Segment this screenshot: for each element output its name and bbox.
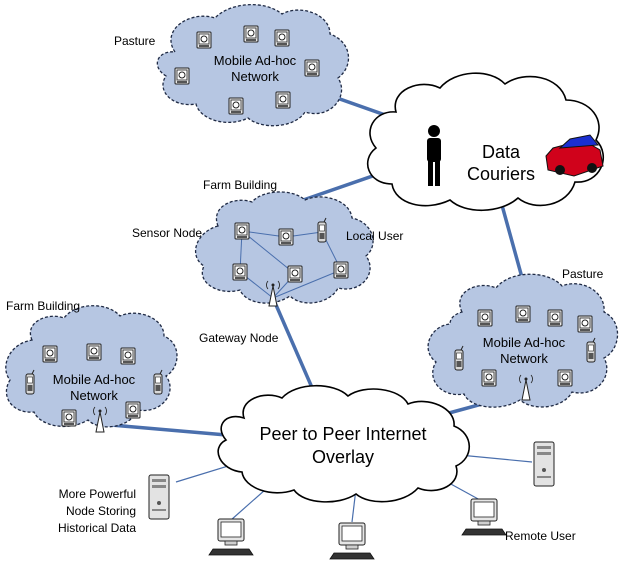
sensor-node-icon (196, 31, 212, 49)
link-left-net-to-p2p (99, 422, 239, 438)
sensor-node-icon (557, 369, 573, 387)
p2p-overlay-cloud: Peer to Peer Internet Overlay (217, 385, 470, 503)
label-farm-building-center: Farm Building (203, 178, 277, 192)
cloud-label-line2: Overlay (312, 447, 374, 467)
handheld-device-icon (153, 369, 163, 395)
sensor-node-icon (515, 305, 531, 323)
sensor-node-icon (234, 222, 250, 240)
sensor-node-icon (547, 309, 563, 327)
sensor-node-icon (577, 315, 593, 333)
handheld-device-icon (586, 337, 596, 363)
cloud-label-line2: Network (500, 351, 548, 366)
desktop-computer-icon (208, 518, 254, 556)
label-farm-building-left: Farm Building (6, 299, 80, 313)
sensor-node-icon (278, 228, 294, 246)
handheld-device-icon (454, 345, 464, 371)
label-remote-user: Remote User (505, 529, 576, 543)
label-powerful-node-line2: Node Storing (66, 504, 136, 518)
sensor-node-icon (42, 345, 58, 363)
sensor-node-icon (232, 263, 248, 281)
handheld-device-icon (317, 217, 327, 243)
sensor-node-icon (274, 29, 290, 47)
label-sensor-node: Sensor Node (132, 226, 202, 240)
sensor-node-icon (333, 261, 349, 279)
farm-building-center-cloud (194, 191, 374, 307)
label-pasture-right: Pasture (562, 267, 604, 281)
label-local-user: Local User (346, 229, 403, 243)
cloud-label-line2: Network (231, 69, 279, 84)
sensor-node-icon (120, 347, 136, 365)
sensor-node-icon (477, 309, 493, 327)
server-tower-icon (148, 474, 170, 520)
cloud-label-line1: Mobile Ad-hoc (53, 372, 136, 387)
sensor-node-icon (86, 343, 102, 361)
desktop-computer-icon (461, 498, 507, 536)
sensor-node-icon (174, 67, 190, 85)
label-powerful-node-line3: Historical Data (58, 521, 136, 535)
label-pasture-top: Pasture (114, 34, 156, 48)
sensor-node-icon (61, 409, 77, 427)
cloud-label-line1: Peer to Peer Internet (259, 424, 426, 444)
cloud-label-line2: Network (70, 388, 118, 403)
sensor-node-icon (287, 265, 303, 283)
sensor-node-icon (275, 91, 291, 109)
sensor-node-icon (243, 25, 259, 43)
label-powerful-node-line1: More Powerful (59, 487, 136, 501)
person-icon (427, 125, 441, 186)
sensor-node-icon (125, 401, 141, 419)
cloud-label-line1: Data (482, 142, 521, 162)
sensor-node-icon (481, 369, 497, 387)
sensor-node-icon (304, 59, 320, 77)
cloud-label-line1: Mobile Ad-hoc (214, 53, 297, 68)
farm-building-left-cloud: Mobile Ad-hoc Network (5, 305, 178, 433)
handheld-device-icon (25, 369, 35, 395)
pasture-top-network-cloud: Mobile Ad-hoc Network (156, 3, 350, 127)
label-gateway-node: Gateway Node (199, 331, 279, 345)
desktop-computer-icon (329, 522, 375, 560)
data-couriers-cloud: Data Couriers (366, 72, 605, 211)
car-icon (545, 134, 604, 177)
sensor-node-icon (228, 97, 244, 115)
cloud-label-line2: Couriers (467, 164, 535, 184)
server-tower-icon (533, 441, 555, 487)
cloud-label-line1: Mobile Ad-hoc (483, 335, 566, 350)
pasture-right-network-cloud: Mobile Ad-hoc Network (427, 273, 619, 408)
